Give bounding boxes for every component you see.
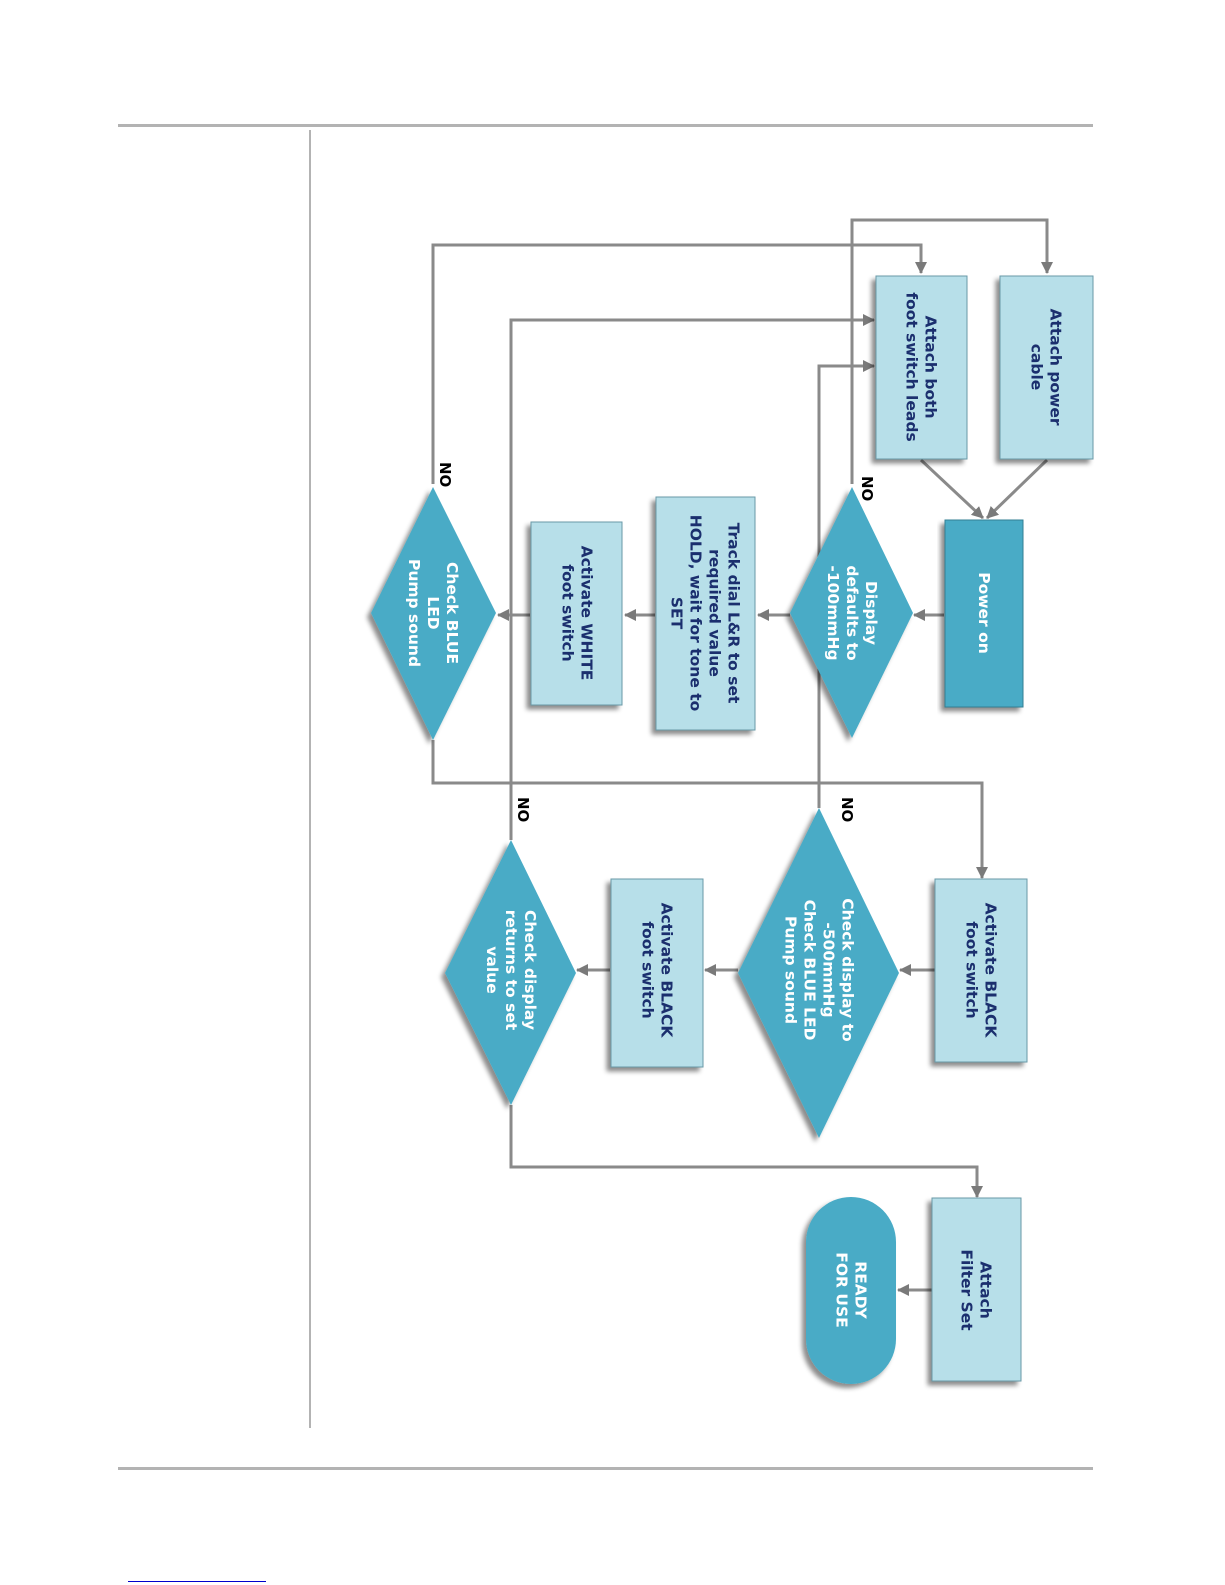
activate-black-1-box (934, 878, 1028, 1063)
display-defaults-line: Display (862, 581, 880, 645)
attach-foot-switch-leads-box (875, 275, 968, 460)
attach-foot-switch-leads-line: Attach both (922, 315, 940, 418)
check-display-500-line: Check BLUE LED (801, 900, 819, 1041)
attach-filter-set-line: Filter Set (958, 1249, 976, 1331)
check-display-returns-label: Check displayreturns to setvalue (483, 910, 539, 1031)
track-dial-line: required value (706, 549, 724, 677)
attach-power-cable-box (999, 275, 1094, 460)
power-on-line: Power on (975, 572, 993, 654)
track-dial-line: SET (668, 597, 686, 630)
check-display-returns-line: value (483, 946, 501, 993)
track-dial-line: HOLD, wait for tone to (687, 515, 705, 712)
check-display-500-diamond (738, 808, 899, 1138)
no-label-check-returns: NO (514, 797, 532, 822)
check-display-returns-diamond (445, 840, 576, 1105)
activate-black-1-line: foot switch (963, 921, 981, 1018)
no-label-display-defaults: NO (858, 476, 876, 501)
check-display-500-line: -500mmHg (820, 922, 838, 1017)
connector-no-returns-loop (509, 314, 875, 840)
check-blue-led-diamond (371, 487, 496, 740)
attach-foot-switch-leads-line: foot switch leads (903, 292, 921, 441)
activate-white-line: Activate WHITE (578, 546, 596, 681)
attach-power-cable-line: cable (1028, 344, 1046, 391)
activate-black-2-line: foot switch (639, 921, 657, 1018)
connector-cable-to-power (985, 458, 1049, 520)
header-rule (118, 124, 1093, 127)
footer-rule (118, 1467, 1093, 1470)
track-dial-label: Track dial L&R to setrequired valueHOLD,… (668, 515, 743, 712)
display-defaults-line: defaults to (843, 565, 861, 660)
check-blue-led-line: Pump sound (405, 559, 423, 667)
activate-black-1-label: Activate BLACKfoot switch (963, 903, 1000, 1039)
activate-white-box (530, 521, 623, 706)
activate-black-2-line: Activate BLACK (658, 903, 676, 1039)
attach-filter-set-label: AttachFilter Set (958, 1249, 995, 1331)
activate-white-label: Activate WHITEfoot switch (559, 546, 596, 681)
track-dial-box (655, 496, 756, 731)
attach-filter-set-line: Attach (977, 1261, 995, 1319)
activate-white-line: foot switch (559, 564, 577, 661)
display-defaults-diamond (790, 487, 913, 738)
check-display-returns-line: Check display (521, 910, 539, 1030)
connector-leads-to-power (919, 458, 985, 520)
attach-power-cable-label: Attach powercable (1028, 308, 1065, 425)
no-label-check-500: NO (838, 797, 856, 822)
attach-filter-set-box (931, 1197, 1022, 1382)
ready-for-use-terminal (806, 1197, 896, 1384)
check-blue-led-line: LED (424, 596, 442, 629)
check-display-500-line: Pump sound (782, 916, 800, 1024)
check-blue-led-label: Check BLUELEDPump sound (405, 559, 461, 667)
footer-link-underline (128, 1581, 266, 1582)
activate-black-1-line: Activate BLACK (982, 903, 1000, 1039)
ready-for-use-line: READY (852, 1261, 870, 1319)
connector-no-loop-top (431, 243, 927, 484)
check-display-500-label: Check display to-500mmHgCheck BLUE LEDPu… (782, 898, 857, 1041)
connector-returns-to-filter (509, 1105, 983, 1198)
check-blue-led-line: Check BLUE (443, 562, 461, 664)
display-defaults-label: Displaydefaults to-100mmHg (824, 565, 880, 660)
display-defaults-line: -100mmHg (824, 565, 842, 660)
attach-foot-switch-leads-label: Attach bothfoot switch leads (903, 292, 940, 441)
ready-for-use-label: READYFOR USE (833, 1252, 870, 1327)
power-on-box (944, 519, 1024, 708)
track-dial-line: Track dial L&R to set (725, 523, 743, 704)
check-display-returns-line: returns to set (502, 910, 520, 1031)
connector-no-to-power-cable (850, 218, 1053, 484)
no-label-check-blue: NO (436, 462, 454, 487)
ready-for-use-line: FOR USE (833, 1252, 851, 1327)
sidebar-divider (309, 130, 311, 1428)
activate-black-2-label: Activate BLACKfoot switch (639, 903, 676, 1039)
power-on-label: Power on (975, 572, 993, 654)
attach-power-cable-line: Attach power (1047, 308, 1065, 425)
connector-check-blue-to-black (431, 740, 988, 879)
check-display-500-line: Check display to (839, 898, 857, 1041)
activate-black-2-box (610, 878, 704, 1068)
